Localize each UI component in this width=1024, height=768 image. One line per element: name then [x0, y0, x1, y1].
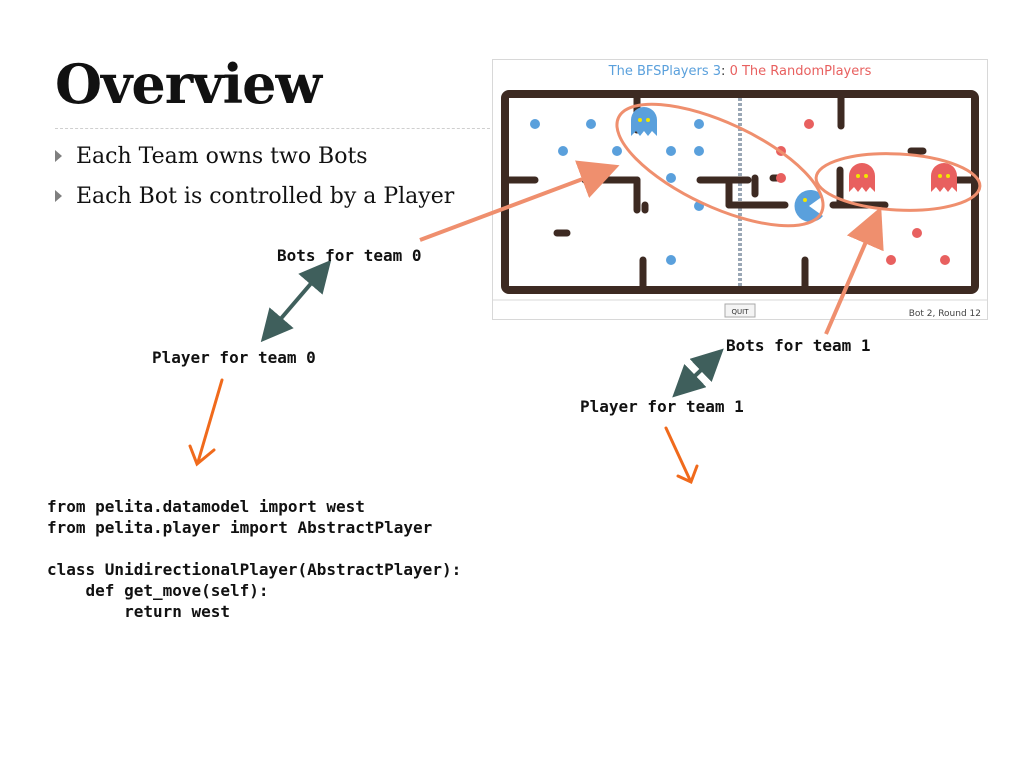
title-divider: [55, 128, 495, 129]
pacman-eye: [803, 198, 807, 202]
bullet-item: Each Team owns two Bots: [55, 136, 454, 176]
code-line: from pelita.datamodel import west: [47, 497, 365, 516]
team0-food: [530, 119, 704, 265]
code-line: return west: [47, 602, 231, 621]
bullet-marker-icon: [55, 190, 62, 202]
team0-pointer-arrow: [419, 160, 620, 242]
slide-title: Overview: [55, 52, 322, 116]
team1-ghost-icon: [931, 163, 957, 192]
score-header: The BFSPlayers 3: 0 The RandomPlayers: [493, 64, 987, 79]
team1-code-arrow: [664, 426, 699, 485]
bullet-item: Each Bot is controlled by a Player: [55, 176, 454, 216]
team0-code-arrow: [188, 378, 224, 467]
team0-name: The BFSPlayers: [608, 64, 709, 79]
code-line: def get_move(self):: [47, 581, 269, 600]
team1-ghost-icon: [849, 163, 875, 192]
bullet-text: Each Bot is controlled by a Player: [76, 183, 455, 209]
team0-link-arrow: [260, 259, 332, 343]
quit-button-label: QUIT: [732, 308, 750, 316]
bullet-marker-icon: [55, 150, 62, 162]
label-bots-team1: Bots for team 1: [726, 336, 871, 355]
label-player-team0: Player for team 0: [152, 348, 316, 367]
maze-outer-wall: [501, 90, 979, 294]
team0-bots-ellipse: [615, 102, 825, 228]
team1-pointer-arrow: [824, 206, 884, 335]
label-bots-team0: Bots for team 0: [277, 246, 422, 265]
code-block: from pelita.datamodel import west from p…: [47, 496, 461, 622]
team1-name: The RandomPlayers: [741, 64, 872, 79]
bullet-list: Each Team owns two Bots Each Bot is cont…: [55, 136, 454, 216]
team1-link-arrow: [672, 348, 724, 398]
team0-ghost-icon: [631, 107, 657, 136]
quit-button: [724, 303, 756, 318]
code-line: class UnidirectionalPlayer(AbstractPlaye…: [47, 560, 462, 579]
team0-pacman-icon: [794, 190, 823, 222]
bullet-text: Each Team owns two Bots: [76, 143, 368, 169]
code-line: from pelita.player import AbstractPlayer: [47, 518, 433, 537]
team1-score: 0: [729, 64, 738, 79]
team0-score: 3: [712, 64, 722, 79]
status-text: Bot 2, Round 12: [909, 309, 981, 319]
team1-bots-ellipse: [814, 152, 982, 212]
score-separator: :: [721, 64, 726, 79]
label-player-team1: Player for team 1: [580, 397, 744, 416]
